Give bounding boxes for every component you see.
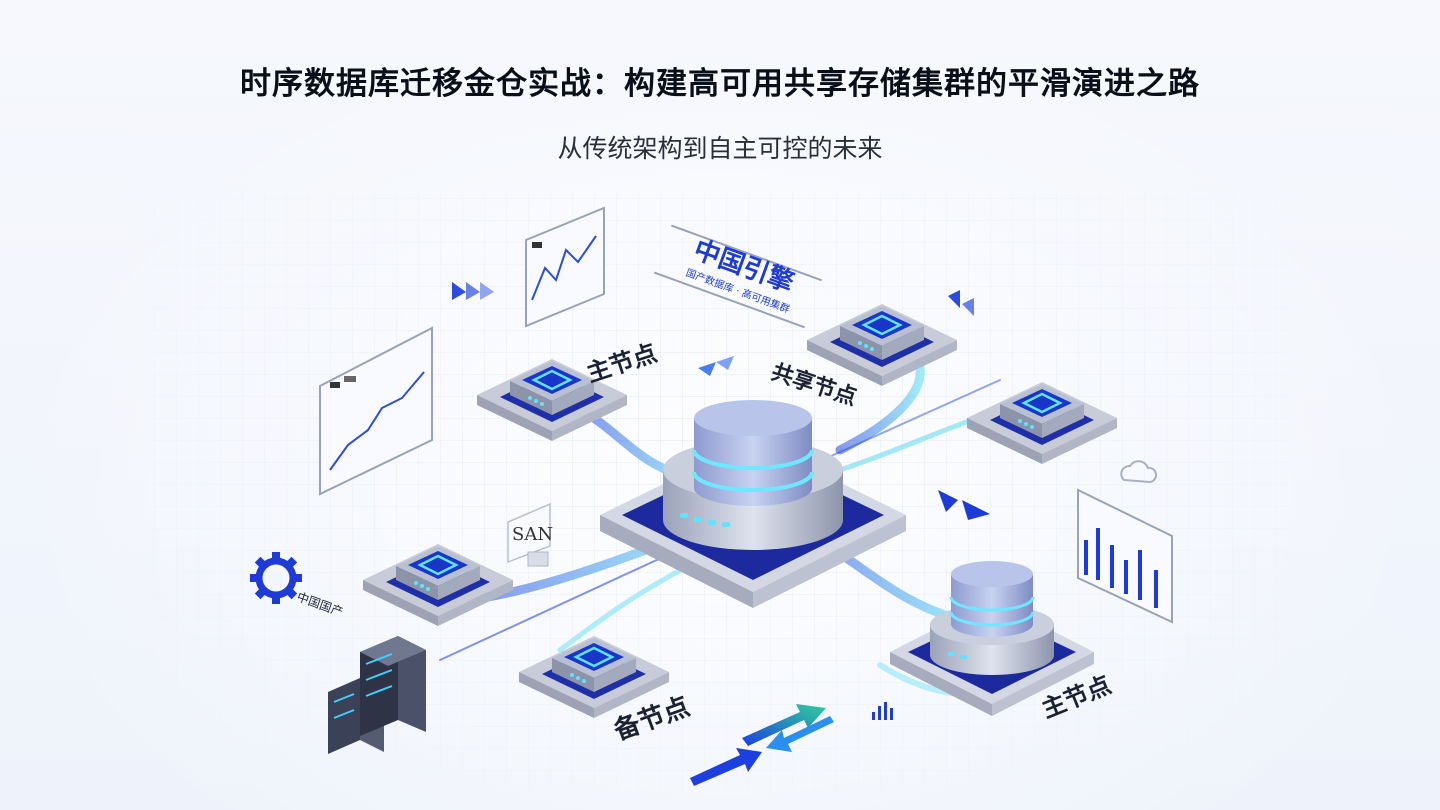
- chevron-arrow-icon-2: [698, 356, 734, 376]
- page-subtitle: 从传统架构到自主可控的未来: [557, 135, 883, 163]
- small-bars-icon: [872, 702, 893, 720]
- line-chart-panel-icon: [319, 326, 433, 496]
- server-node-right: [967, 382, 1117, 464]
- page-title: 时序数据库迁移金仓实战：构建高可用共享存储集群的平滑演进之路: [240, 66, 1200, 101]
- chevron-arrow-icon: [452, 282, 494, 300]
- sync-arrows-icon: [690, 704, 834, 786]
- gear-icon: [250, 552, 302, 604]
- san-text: SAN: [512, 524, 553, 545]
- chevron-arrow-icon-4: [948, 290, 974, 316]
- bar-chart-panel-icon: [1077, 488, 1173, 624]
- server-node-left: [363, 544, 513, 626]
- san-storage-label: SAN: [507, 502, 553, 567]
- secondary-database: [890, 561, 1094, 716]
- central-database: [600, 400, 906, 608]
- server-rack-icon: [328, 636, 426, 754]
- server-node-backup: [519, 636, 669, 718]
- cloud-icon: [1120, 460, 1158, 484]
- chevron-arrow-icon-3: [938, 490, 990, 520]
- line-chart-panel-icon-small: [525, 206, 605, 328]
- server-node-shared: [807, 304, 957, 386]
- server-node-master-top: [477, 359, 627, 441]
